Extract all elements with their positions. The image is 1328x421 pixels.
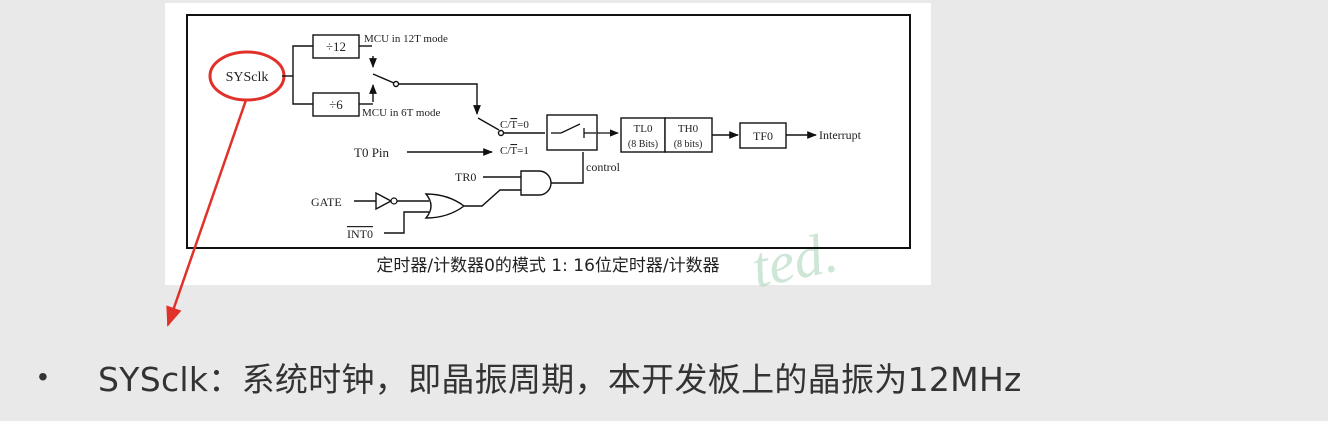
mode6-label: MCU in 6T mode (362, 107, 440, 119)
annotation-arrow (166, 99, 248, 327)
tl0-register (620, 117, 666, 153)
gate-inverter-bubble (390, 197, 398, 205)
clock-split-wires (282, 45, 313, 105)
control-label: control (586, 160, 621, 174)
int0-label: INT0 (347, 227, 373, 241)
and-gate (520, 170, 552, 196)
ct1-label: C/T=1 (500, 145, 529, 157)
th0-sub: (8 bits) (674, 139, 703, 150)
tl0-label: TL0 (634, 123, 653, 135)
tl0-sub: (8 Bits) (628, 139, 658, 150)
diagram-caption: 定时器/计数器0的模式 1: 16位定时器/计数器 (376, 256, 719, 276)
control-wire (551, 152, 584, 184)
sysclk-label: SYSclk (226, 70, 269, 85)
gate-label: GATE (311, 195, 342, 209)
interrupt-label: Interrupt (819, 128, 862, 142)
mode12-label: MCU in 12T mode (364, 33, 448, 45)
ct0-label: C/T=0 (500, 119, 529, 131)
t0pin-label: T0 Pin (354, 145, 390, 160)
or-to-and-wire (464, 189, 521, 207)
gate-inverter (375, 191, 393, 211)
watermark: ted. (746, 219, 843, 300)
diagram-frame (186, 14, 911, 249)
th0-label: TH0 (678, 123, 699, 135)
bullet-point: • SYSclk：系统时钟，即晶振周期，本开发板上的晶振为12MHz (38, 352, 1022, 402)
or-gate (424, 193, 466, 219)
tr0-label: TR0 (455, 170, 476, 184)
tf0-label: TF0 (753, 129, 773, 143)
ct-switch (407, 117, 545, 156)
int0-wire (384, 211, 429, 234)
div12-label: ÷12 (326, 39, 346, 54)
control-switch-contact (551, 123, 619, 138)
mode-switch (359, 45, 481, 115)
bullet-marker: • (38, 361, 48, 392)
div6-label: ÷6 (329, 97, 343, 112)
bullet-text: SYSclk：系统时钟，即晶振周期，本开发板上的晶振为12MHz (98, 360, 1022, 399)
